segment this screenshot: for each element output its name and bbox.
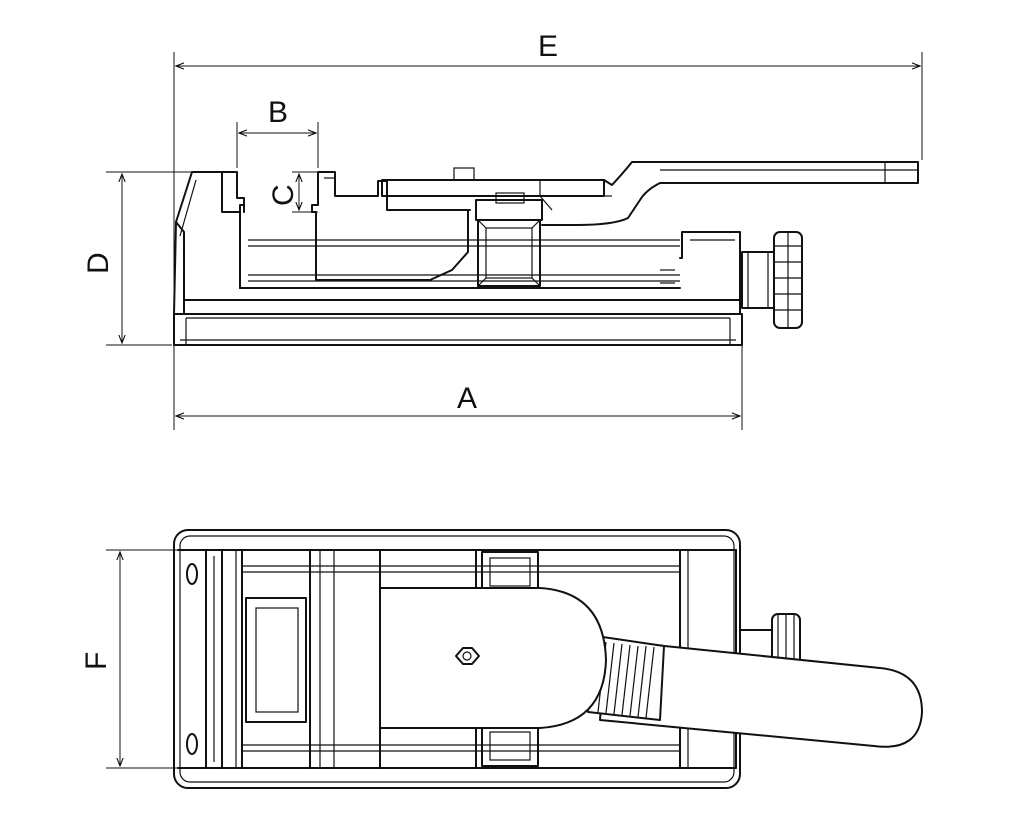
dimension-label-f: F — [80, 652, 113, 670]
side-view: E B C D A — [82, 30, 923, 430]
dimension-label-e: E — [538, 30, 558, 63]
top-view: F — [80, 529, 923, 789]
fixed-jaw — [221, 171, 245, 213]
moving-jaw — [311, 171, 471, 281]
adjusting-knob — [741, 231, 803, 329]
dimension-label-b: B — [268, 96, 288, 129]
dimension-label-c: C — [267, 184, 300, 206]
lever-top — [379, 587, 923, 748]
vise-body — [173, 171, 741, 315]
dimension-label-d: D — [82, 252, 115, 274]
screw-block — [475, 192, 543, 287]
clamp-lever — [381, 161, 919, 226]
side-dimensions — [106, 52, 923, 430]
base-plate — [173, 313, 743, 346]
dimension-label-a: A — [457, 382, 477, 415]
